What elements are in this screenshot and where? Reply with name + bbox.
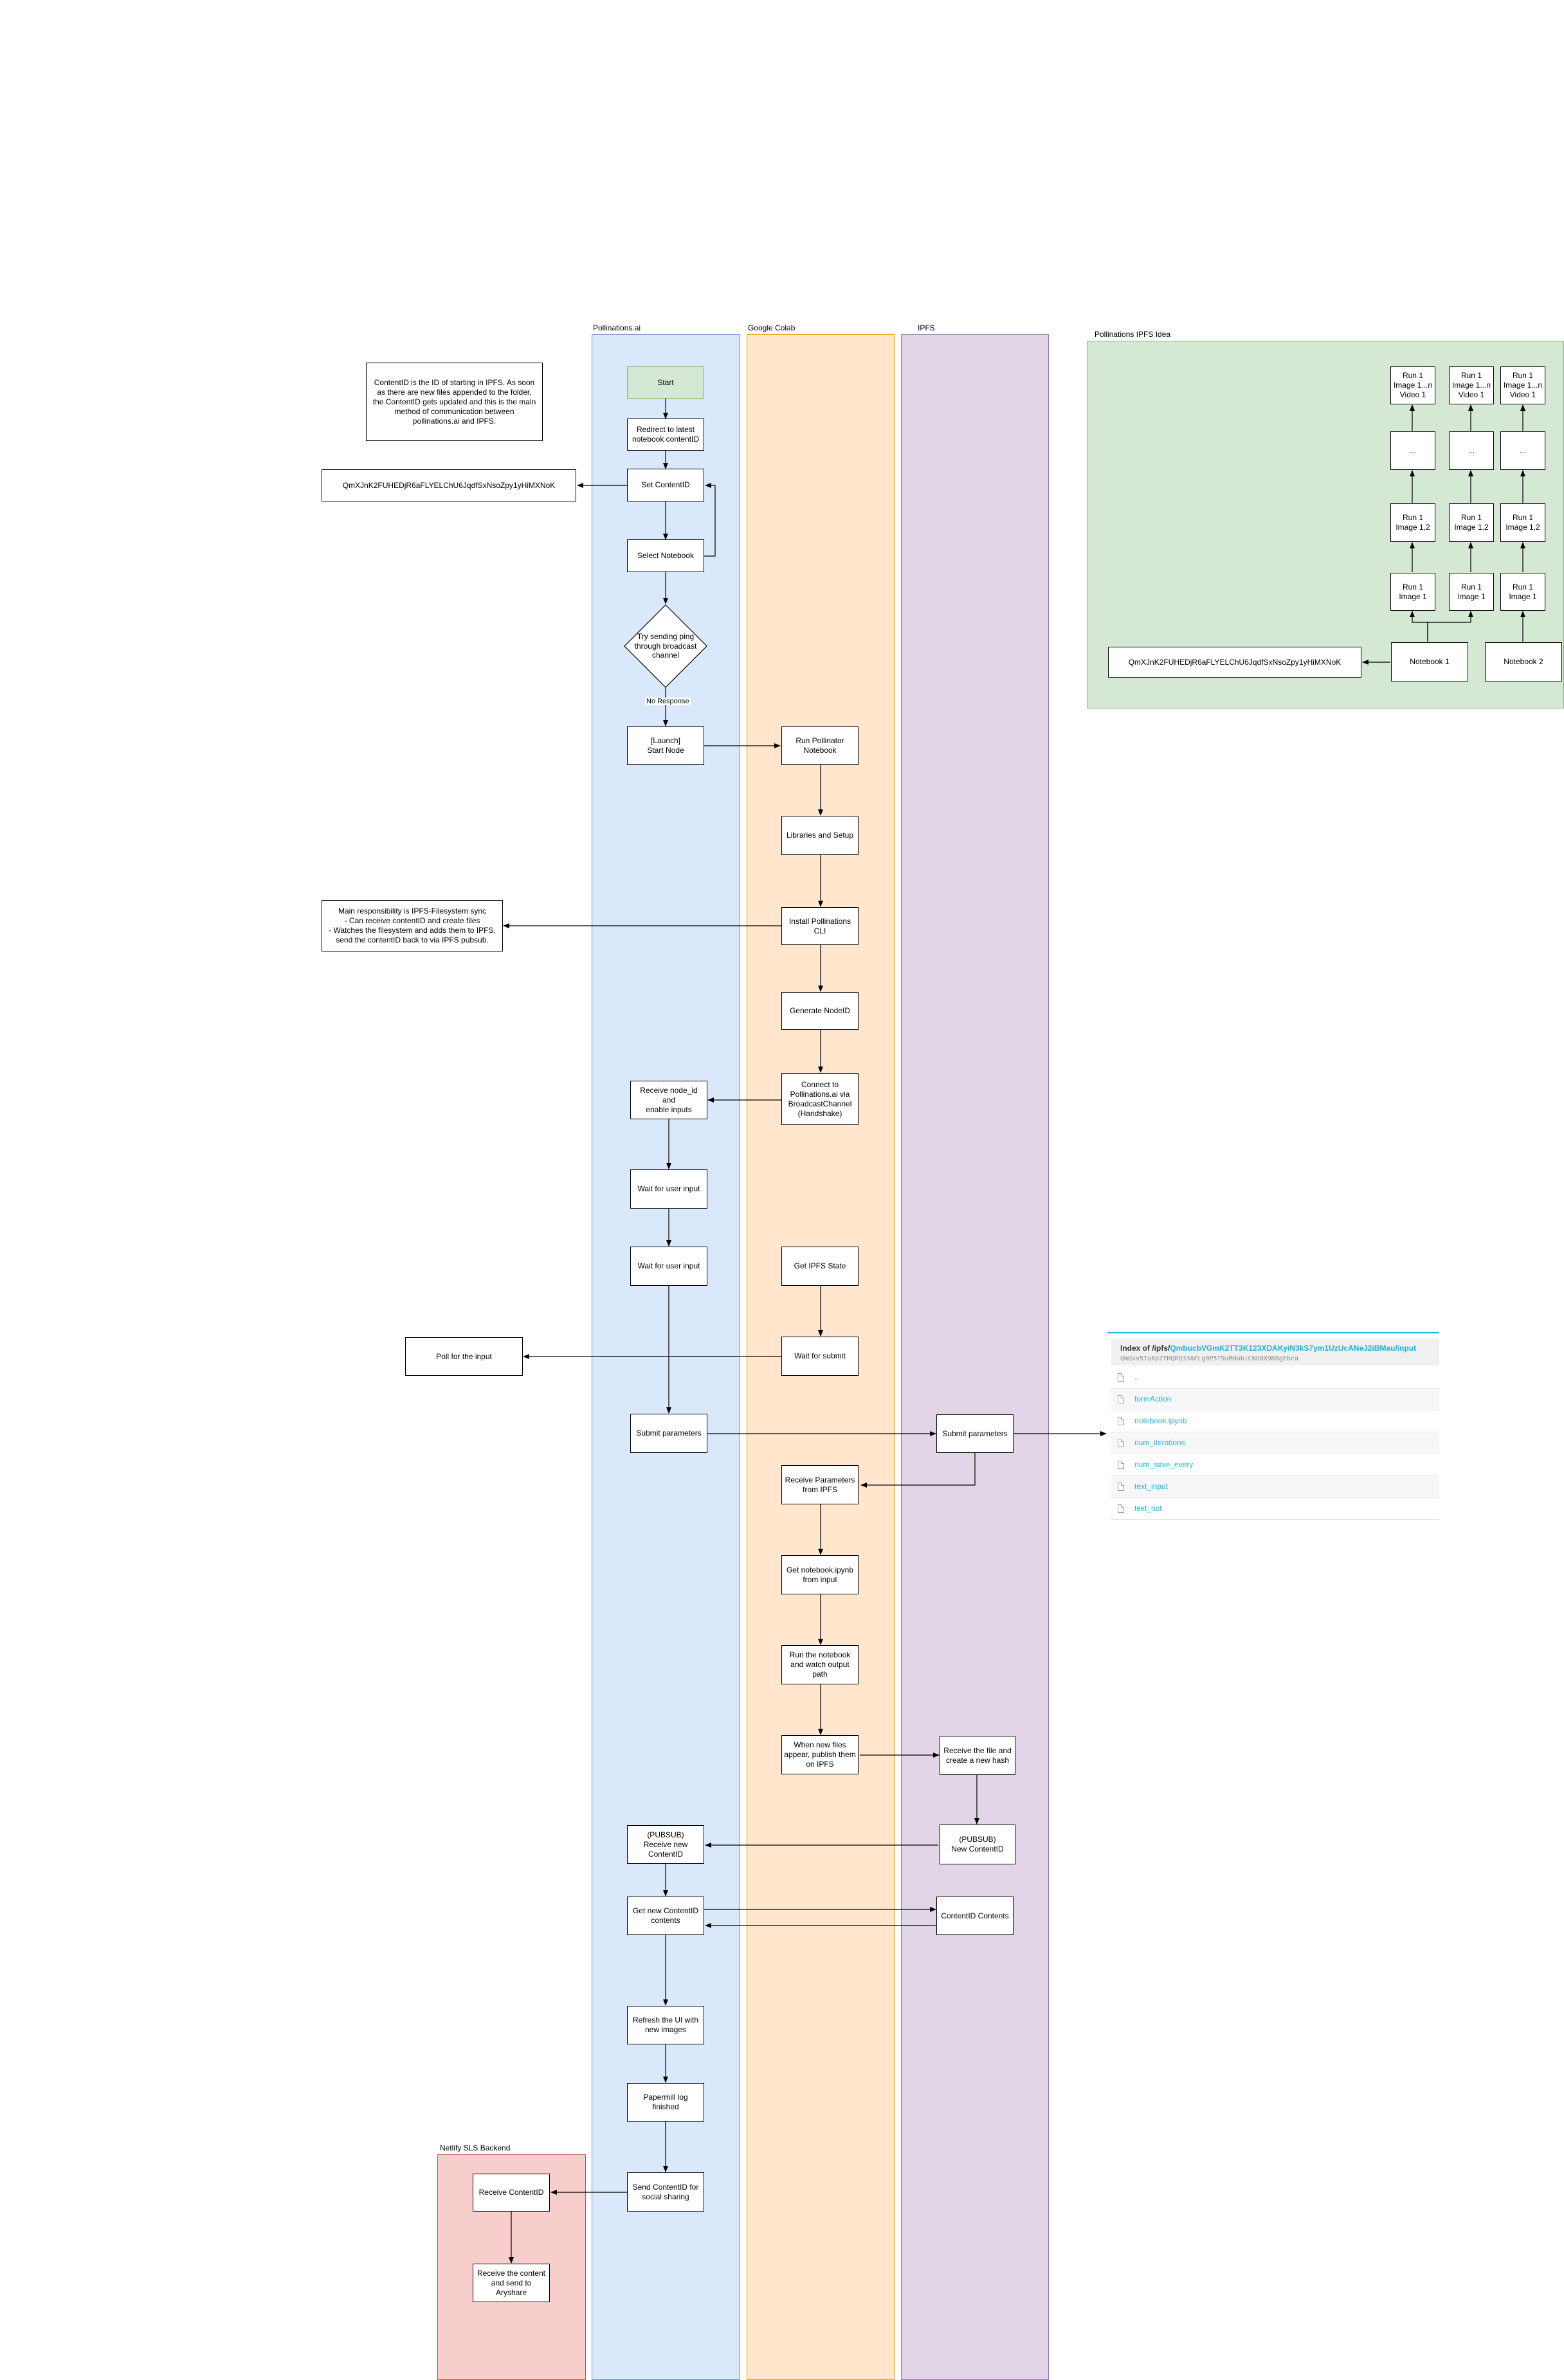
edge-idea-nb1-run2 (1427, 611, 1473, 642)
get-ipfs-state-node: Get IPFS State (781, 1247, 859, 1286)
idea-ellipsis: ... (1390, 431, 1435, 470)
run-pollinator-node: Run Pollinator Notebook (781, 726, 859, 765)
edge-select-setid-loop (704, 483, 716, 557)
pubsub-receive-node: (PUBSUB) Receive new ContentID (627, 1825, 704, 1864)
ipfs-submit-parameters-node: Submit parameters (936, 1414, 1014, 1453)
ipfs-listing-accent-bar (1107, 1332, 1439, 1333)
wait-user-input-node-1: Wait for user input (630, 1169, 707, 1209)
receive-file-hash-node: Receive the file and create a new hash (940, 1736, 1015, 1775)
ipfs-listing-file-link[interactable]: num_iterations (1134, 1438, 1185, 1447)
idea-run-image-1: Run 1 Image 1 (1500, 573, 1545, 611)
lane-colab (747, 334, 895, 2380)
papermill-finished-node: Papermill log finished (627, 2083, 704, 2122)
edge-label-no-response: No Response (645, 698, 691, 705)
run-notebook-node: Run the notebook and watch output path (781, 1645, 859, 1684)
send-content-id-node: Send ContentID for social sharing (627, 2172, 704, 2212)
ipfs-listing-header: Index of /ipfs/QmbucbVGmK2TT3K123XDAKyiN… (1111, 1339, 1439, 1366)
try-ping-text: Try sending ping through broadcast chann… (634, 632, 697, 660)
netlify-send-node: Receive the content and send to Aryshare (473, 2264, 550, 2302)
launch-start-node: [Launch] Start Node (627, 726, 704, 765)
pubsub-new-content-id-node: (PUBSUB) New ContentID (940, 1825, 1015, 1864)
ipfs-listing-title: Index of /ipfs/QmbucbVGmK2TT3K123XDAKyiN… (1120, 1344, 1416, 1353)
cli-responsibility-note: Main responsibility is IPFS-Filesystem s… (322, 900, 503, 951)
idea-panel-title: Pollinations IPFS Idea (1095, 330, 1171, 339)
content-id-contents-node: ContentID Contents (936, 1897, 1014, 1935)
idea-run-image-1: Run 1 Image 1 (1390, 573, 1435, 611)
lane-colab-title: Google Colab (748, 323, 796, 332)
ipfs-listing-row[interactable]: formAction (1111, 1389, 1439, 1411)
receive-node-id-node: Receive node_id and enable inputs (630, 1081, 707, 1119)
file-icon (1118, 1395, 1124, 1403)
ipfs-listing-row-parent[interactable]: .. (1111, 1367, 1439, 1389)
receive-params-node: Receive Parameters from IPFS (781, 1465, 859, 1504)
content-id-note: ContentID is the ID of starting in IPFS.… (366, 363, 543, 441)
idea-ellipsis: ... (1449, 431, 1494, 470)
file-icon (1118, 1439, 1124, 1447)
select-notebook-node: Select Notebook (627, 539, 704, 572)
ipfs-listing-row[interactable]: num_save_every (1111, 1454, 1439, 1476)
content-hash-note: QmXJnK2FUHEDjR6aFLYELChU6JqdfSxNsoZpy1yH… (322, 469, 576, 501)
lane-ipfs-title: IPFS (918, 323, 935, 332)
wait-user-input-node-2: Wait for user input (630, 1247, 707, 1286)
connect-pollinations-node: Connect to Pollinations.ai via Broadcast… (781, 1073, 859, 1125)
file-icon (1118, 1483, 1124, 1491)
ipfs-listing-hash: QmQvv5TaXp7YHQRQ33AFLg0P5T9uMdubiCNQ0X9R… (1120, 1355, 1298, 1362)
ipfs-listing-row[interactable]: num_iterations (1111, 1432, 1439, 1454)
idea-run-video: Run 1 Image 1...n Video 1 (1500, 366, 1545, 404)
file-icon (1118, 1461, 1124, 1469)
ipfs-listing-file-link[interactable]: num_save_every (1134, 1460, 1194, 1469)
idea-hash-node: QmXJnK2FUHEDjR6aFLYELChU6JqdfSxNsoZpy1yH… (1108, 647, 1361, 678)
idea-run-video: Run 1 Image 1...n Video 1 (1390, 366, 1435, 404)
install-cli-node: Install Pollinations CLI (781, 907, 859, 945)
ipfs-listing-file-link[interactable]: text_input (1134, 1482, 1168, 1491)
netlify-receive-node: Receive ContentID (473, 2174, 550, 2212)
idea-run-image-1-2: Run 1 Image 1,2 (1390, 503, 1435, 542)
submit-parameters-node: Submit parameters (630, 1414, 707, 1453)
generate-node-id-node: Generate NodeID (781, 992, 859, 1030)
set-content-id-node: Set ContentID (627, 469, 704, 501)
poll-input-note: Poll for the input (405, 1337, 523, 1376)
file-icon (1118, 1417, 1124, 1425)
idea-notebook-1: Notebook 1 (1391, 642, 1468, 681)
ipfs-listing-file-link[interactable]: formAction (1134, 1394, 1172, 1403)
ipfs-listing-row[interactable]: text_not (1111, 1498, 1439, 1520)
lane-pollinations-title: Pollinations.ai (593, 323, 641, 332)
idea-ellipsis: ... (1500, 431, 1545, 470)
edge-idea-nb1-run1 (1410, 611, 1428, 642)
libraries-setup-node: Libraries and Setup (781, 816, 859, 855)
ipfs-listing-row[interactable]: text_input (1111, 1476, 1439, 1498)
refresh-ui-node: Refresh the UI with new images (627, 2006, 704, 2044)
ipfs-listing-row[interactable]: notebook.ipynb (1111, 1411, 1439, 1432)
get-notebook-node: Get notebook.ipynb from input (781, 1555, 859, 1594)
ipfs-listing-file-link[interactable]: notebook.ipynb (1134, 1416, 1187, 1425)
idea-run-image-1: Run 1 Image 1 (1449, 573, 1494, 611)
start-node: Start (627, 366, 704, 399)
idea-notebook-2: Notebook 2 (1485, 642, 1562, 681)
wait-for-submit-node: Wait for submit (781, 1337, 859, 1376)
file-icon (1118, 1373, 1124, 1382)
edge-ipfssubmit-receiveparams (860, 1453, 976, 1488)
ipfs-listing-title-prefix: Index of /ipfs/ (1120, 1344, 1170, 1353)
get-new-contents-node: Get new ContentID contents (627, 1897, 704, 1935)
ipfs-directory-listing: Index of /ipfs/QmbucbVGmK2TT3K123XDAKyiN… (1107, 1332, 1439, 1531)
idea-run-image-1-2: Run 1 Image 1,2 (1500, 503, 1545, 542)
lane-netlify-title: Netlify SLS Backend (440, 2143, 511, 2152)
ipfs-listing-file-link[interactable]: text_not (1134, 1504, 1162, 1513)
lane-ipfs (901, 334, 1049, 2380)
ipfs-listing-title-path[interactable]: QmbucbVGmK2TT3K123XDAKyiN3kS7ym1UzUcANeJ… (1170, 1344, 1417, 1353)
file-icon (1118, 1504, 1124, 1513)
publish-files-node: When new files appear, publish them on I… (781, 1735, 859, 1774)
decision-diamond (624, 604, 707, 688)
redirect-node: Redirect to latest notebook contentID (627, 419, 704, 451)
idea-run-video: Run 1 Image 1...n Video 1 (1449, 366, 1494, 404)
ipfs-listing-parent-link[interactable]: .. (1134, 1373, 1139, 1382)
idea-run-image-1-2: Run 1 Image 1,2 (1449, 503, 1494, 542)
